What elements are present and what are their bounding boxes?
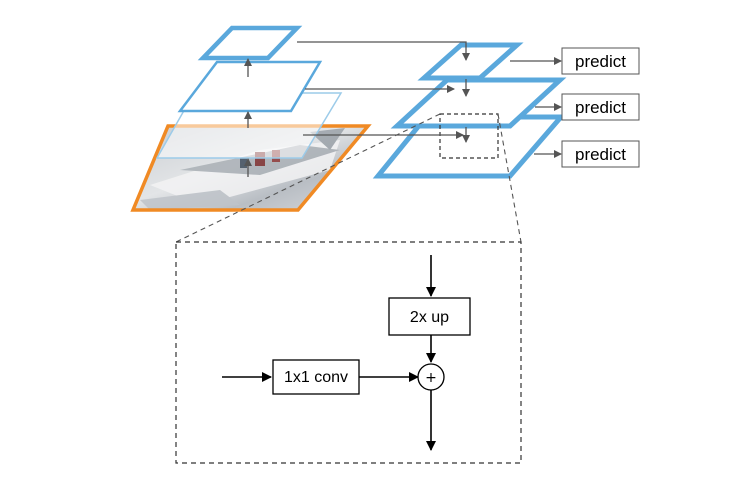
highlight-dashed-box [439,113,499,159]
lateral-connections [297,41,470,139]
merge-symbol: + [425,370,437,386]
lateral-conv-label: 1x1 conv [284,369,348,386]
predict-label: predict [575,98,626,117]
merge-add-node: + [417,363,445,391]
predict-label: predict [575,145,626,164]
bottom-up-level-4 [197,25,303,61]
building-block-detail: 2x up 1x1 conv + [175,241,522,464]
bottom-up-level-3 [177,60,323,113]
top-down-pyramid [372,42,567,179]
zoom-guide-right [497,113,522,243]
predict-box-1: predict [561,47,640,75]
upsample-box: 2x up [388,297,471,336]
upsample-label: 2x up [410,309,449,326]
top-down-level-small [417,42,524,81]
predict-box-3: predict [561,140,640,168]
predict-box-2: predict [561,93,640,121]
predict-label: predict [575,52,626,71]
detail-dashed-frame [175,241,522,464]
predict-outputs: predict predict predict [510,47,640,168]
zoom-guide-left [175,113,441,243]
bottom-up-pyramid [130,25,372,212]
lateral-conv-box: 1x1 conv [272,359,360,395]
lateral-connection-top [297,41,470,61]
